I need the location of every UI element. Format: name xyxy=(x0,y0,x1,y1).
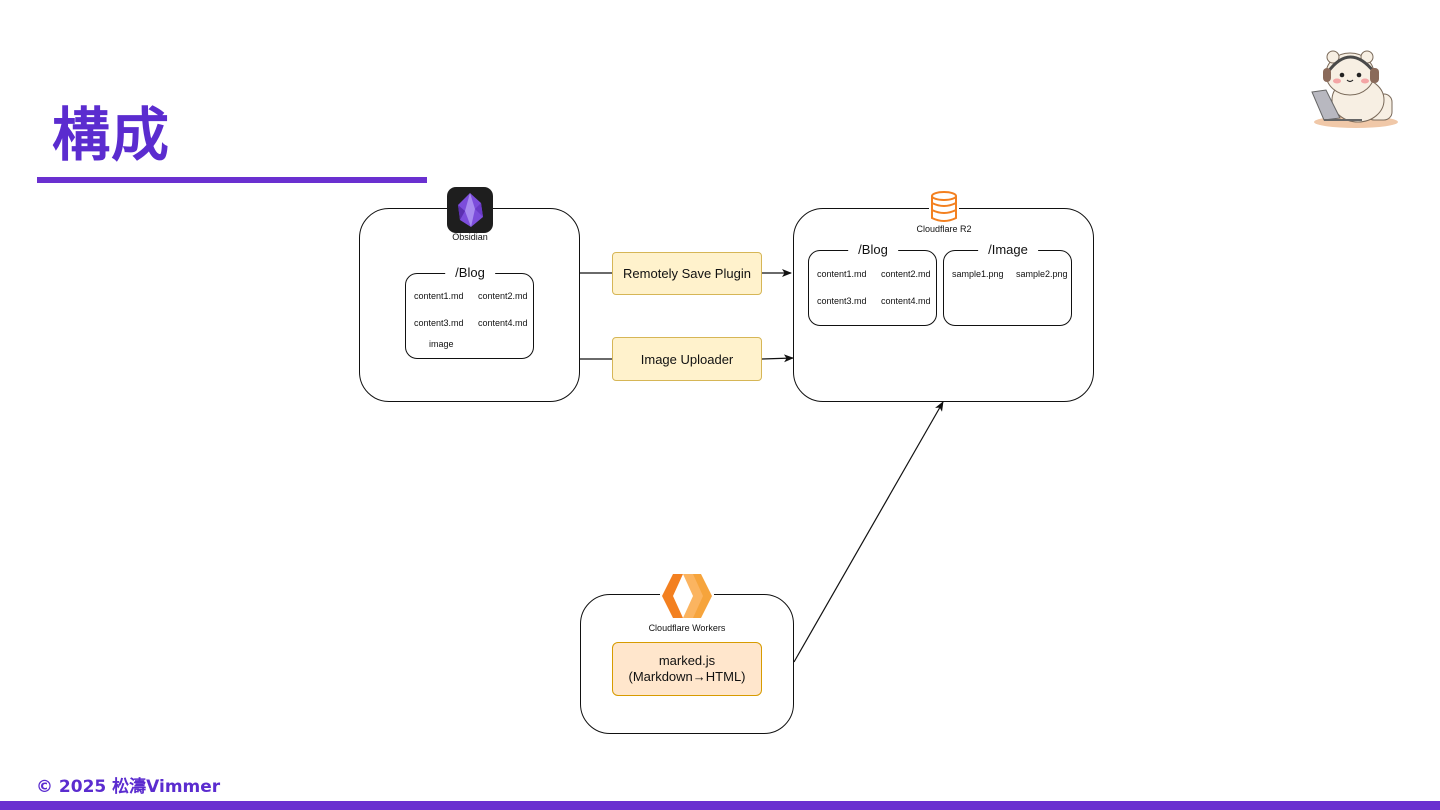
marked-js-component: marked.js (Markdown→HTML) xyxy=(612,642,762,696)
r2-blog-folder-label: /Blog xyxy=(848,242,898,257)
file-item: image xyxy=(429,339,454,349)
edge-workers-to-r2 xyxy=(793,401,944,663)
title-underline xyxy=(37,177,427,183)
cloudflare-r2-caption: Cloudflare R2 xyxy=(916,224,972,234)
obsidian-blog-folder: /Blog content1.md content2.md content3.m… xyxy=(405,265,534,359)
file-item: content4.md xyxy=(478,318,528,328)
file-item: content1.md xyxy=(414,291,464,301)
file-item: content3.md xyxy=(414,318,464,328)
r2-image-folder: /Image sample1.png sample2.png xyxy=(943,242,1072,326)
r2-blog-folder: /Blog content1.md content2.md content3.m… xyxy=(808,242,937,326)
file-item: content4.md xyxy=(881,296,931,306)
obsidian-icon xyxy=(447,187,493,233)
footer-copyright: © 2025 松濤Vimmer xyxy=(36,777,221,797)
edge-image-uploader-to-r2 xyxy=(761,354,794,363)
obsidian-blog-folder-label: /Blog xyxy=(445,265,495,280)
marked-js-description: (Markdown→HTML) xyxy=(628,669,746,684)
obsidian-caption: Obsidian xyxy=(452,232,488,242)
image-uploader: Image Uploader xyxy=(612,337,762,381)
r2-image-folder-label: /Image xyxy=(978,242,1038,257)
remotely-save-plugin: Remotely Save Plugin xyxy=(612,252,762,295)
file-item: sample1.png xyxy=(952,269,1004,279)
slide-title: 構成 xyxy=(52,101,171,169)
cloudflare-workers-icon xyxy=(660,572,714,620)
file-item: content3.md xyxy=(817,296,867,306)
marked-js-label: marked.js xyxy=(658,653,716,668)
file-item: content2.md xyxy=(881,269,931,279)
cloudflare-workers-caption: Cloudflare Workers xyxy=(648,623,726,633)
mascot-bear-icon xyxy=(1311,50,1398,128)
file-item: content1.md xyxy=(817,269,867,279)
footer-bar xyxy=(0,801,1440,810)
file-item: content2.md xyxy=(478,291,528,301)
database-icon xyxy=(929,190,959,224)
file-item: sample2.png xyxy=(1016,269,1068,279)
